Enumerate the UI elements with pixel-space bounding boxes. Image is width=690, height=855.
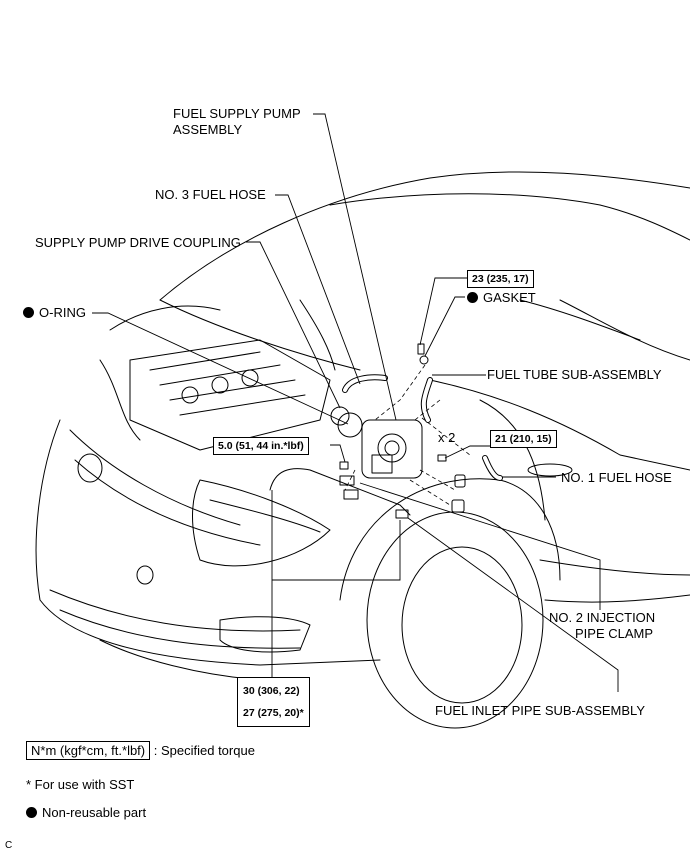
non-reusable-dot-icon [23,307,34,318]
wheel-outer [366,511,544,729]
emblem [77,453,103,483]
fuel-inlet-pipe [269,468,411,516]
grille [49,589,301,632]
leader-inlet-pipe [407,517,619,692]
fuel-supply-pump [361,419,423,479]
legend-sst: * For use with SST [26,777,135,792]
label-gasket-text: GASKET [483,290,536,305]
label-supply-pump-drive-coupling: SUPPLY PUMP DRIVE COUPLING [35,235,241,250]
non-reusable-dot-icon [26,807,37,818]
label-x2: x 2 [438,430,456,445]
legend-torque-box: N*m (kgf*cm, ft.*lbf) [26,741,151,760]
headlight [192,479,331,567]
legend-torque: N*m (kgf*cm, ft.*lbf) : Specified torque [26,741,255,760]
label-fuel-supply-pump-line1: FUEL SUPPLY PUMP [173,106,301,121]
corner-mark: C [5,840,13,851]
leader-o-ring [92,312,349,425]
leader-drive-coupling [246,241,341,409]
torque-5: 5.0 (51, 44 in.*lbf) [213,437,309,455]
torque-30: 30 (306, 22) [243,685,300,697]
fender-line [429,379,690,471]
torque-27: 27 (275, 20)* [243,707,304,719]
leader-gasket [424,296,465,357]
label-no2-injection-pipe-clamp: NO. 2 INJECTION PIPE CLAMP [549,610,655,642]
label-no3-fuel-hose: NO. 3 FUEL HOSE [155,187,266,202]
label-fuel-supply-pump-line2: ASSEMBLY [173,122,243,137]
wheel-inner [401,546,523,704]
label-fuel-supply-pump: FUEL SUPPLY PUMP ASSEMBLY [173,106,301,138]
label-no2-line1: NO. 2 INJECTION [549,610,656,625]
label-no1-fuel-hose: NO. 1 FUEL HOSE [561,470,672,485]
label-no2-line2: PIPE CLAMP [575,626,654,641]
label-fuel-tube-sub-assembly: FUEL TUBE SUB-ASSEMBLY [487,367,662,382]
leader-fuel-supply-pump [313,113,397,421]
legend-non-reusable: Non-reusable part [26,805,146,820]
engine-block [129,339,331,451]
leader-no3-hose [275,194,361,385]
leader-21 [444,445,490,459]
torque-23: 23 (235, 17) [467,270,534,288]
leader-23 [419,277,467,346]
o-ring-part [337,412,363,438]
hood-inner-line [329,193,601,206]
side-line [539,559,690,576]
legend-torque-desc: : Specified torque [153,743,255,758]
torque-30-27: 30 (306, 22) 27 (275, 20)* [237,677,310,727]
hood-outline [159,171,690,301]
drive-coupling [330,406,350,426]
leader-30-bracket [272,520,401,581]
a-pillar [559,299,690,361]
label-fuel-inlet-pipe: FUEL INLET PIPE SUB-ASSEMBLY [435,703,645,718]
leader-5 [330,444,346,463]
label-gasket: GASKET [467,290,536,306]
wheel-arch [339,478,561,601]
fog-lamp [219,616,311,653]
label-o-ring-text: O-RING [39,305,86,320]
torque-21: 21 (210, 15) [490,430,557,448]
hood-front-edge [159,299,361,371]
front-bumper [35,419,381,666]
legend-non-reusable-text: Non-reusable part [42,805,147,820]
leader-no2-clamp [359,482,601,610]
label-o-ring: O-RING [23,305,86,321]
non-reusable-dot-icon [467,292,478,303]
windshield [599,204,690,241]
